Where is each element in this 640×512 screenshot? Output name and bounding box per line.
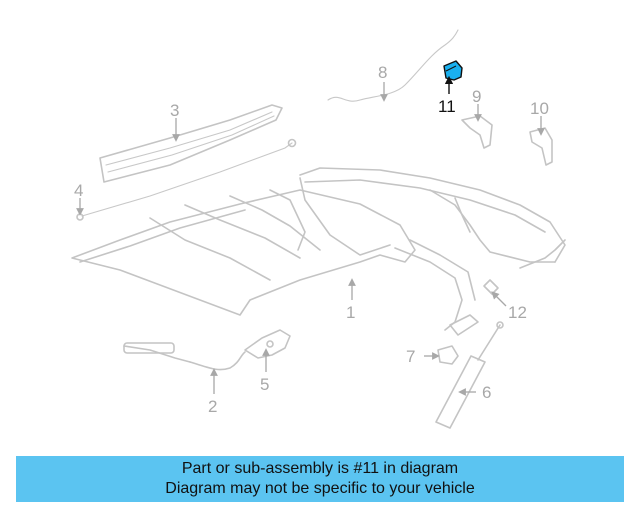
part-10-bracket [529, 127, 553, 166]
part-9-bracket [461, 115, 493, 149]
callout-1: 1 [346, 303, 355, 322]
part-7-clip [437, 345, 459, 365]
banner-line-1: Part or sub-assembly is #11 in diagram [181, 460, 459, 477]
banner-line-2: Diagram may not be specific to your vehi… [165, 480, 475, 497]
parts-diagram: 1 2 3 4 5 6 7 8 9 10 11 12 [71, 29, 566, 429]
callout-12: 12 [508, 303, 527, 322]
callout-10: 10 [530, 99, 549, 118]
part-6-gas-strut [435, 321, 504, 429]
callout-8: 8 [378, 63, 387, 82]
callout-11: 11 [438, 97, 456, 116]
callout-4: 4 [74, 181, 83, 200]
callout-6: 6 [482, 383, 491, 402]
callout-5: 5 [260, 375, 269, 394]
part-12-fastener [483, 279, 499, 295]
part-5-latch-bracket [244, 329, 291, 359]
callout-7: 7 [406, 347, 415, 366]
callout-2: 2 [208, 397, 217, 416]
part-8-wire-harness [327, 29, 459, 102]
info-banner: Part or sub-assembly is #11 in diagram D… [16, 456, 624, 502]
part-11-highlighted [443, 60, 463, 81]
part-2-cable [123, 342, 246, 371]
part-3-trim-strip [99, 104, 283, 183]
part-1-top-frame [71, 167, 566, 336]
callout-9: 9 [472, 87, 481, 106]
leader-12 [491, 291, 507, 307]
callout-3: 3 [170, 101, 179, 120]
